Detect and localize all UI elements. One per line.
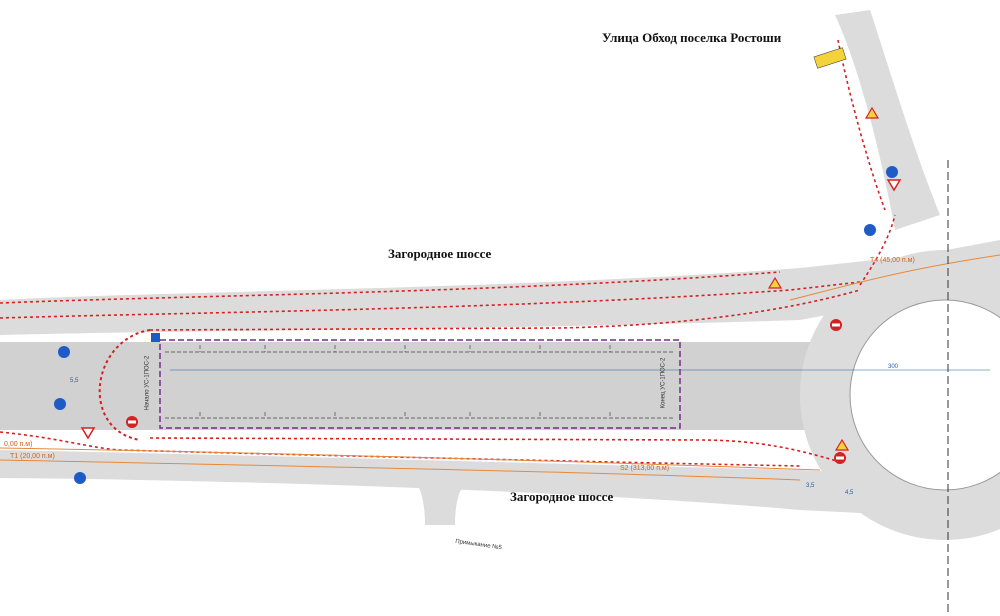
sign-blue-square (151, 333, 160, 342)
dim-left-lower-1: 0,00 п.м) (4, 441, 32, 448)
dim-upper-right: T4 (45,00 п.м) (870, 257, 915, 264)
traffic-signs[interactable] (54, 47, 902, 484)
work-zone-start: Начало УС-1ПОС-2 (144, 355, 151, 411)
sign-warning-3 (864, 106, 880, 119)
roundabout-island (849, 299, 1000, 491)
sign-blue-left (58, 346, 70, 358)
sign-info-yellow (813, 47, 847, 69)
dim-b: 3,5 (806, 483, 815, 489)
barrier-lines (0, 39, 896, 467)
dim-right-mid: 300 (888, 364, 899, 370)
sign-yield (80, 427, 96, 440)
dim-c: 4,5 (845, 490, 854, 496)
left-loop (98, 329, 151, 441)
work-zone-end: Конец УС-1ПОС-2 (660, 357, 667, 409)
work-zone-hatches (165, 345, 675, 419)
street-label-lower: Загородное шоссе (510, 489, 614, 504)
orange-markings (0, 254, 1000, 481)
work-zone (159, 339, 681, 429)
junction-stub (405, 470, 480, 525)
sign-yield-2 (886, 179, 902, 192)
main-road-lower (0, 450, 1000, 520)
north-road (835, 10, 940, 230)
dim-a: 5,5 (70, 378, 79, 384)
sign-warning-1 (767, 276, 783, 289)
street-label-upper: Загородное шоссе (388, 246, 492, 261)
sign-blue-left-2 (54, 398, 66, 410)
sign-blue-north (864, 224, 876, 236)
dim-left-lower-2: T1 (20,00 п.м) (10, 453, 55, 460)
street-label-top-right: Улица Обход поселка Ростоши (602, 30, 782, 45)
sign-blue-north-2 (886, 166, 898, 178)
dim-mid-lower: S2 (313,00 п.м) (620, 465, 669, 472)
sign-warning-2 (834, 438, 850, 451)
sign-blue-bottom (74, 472, 86, 484)
